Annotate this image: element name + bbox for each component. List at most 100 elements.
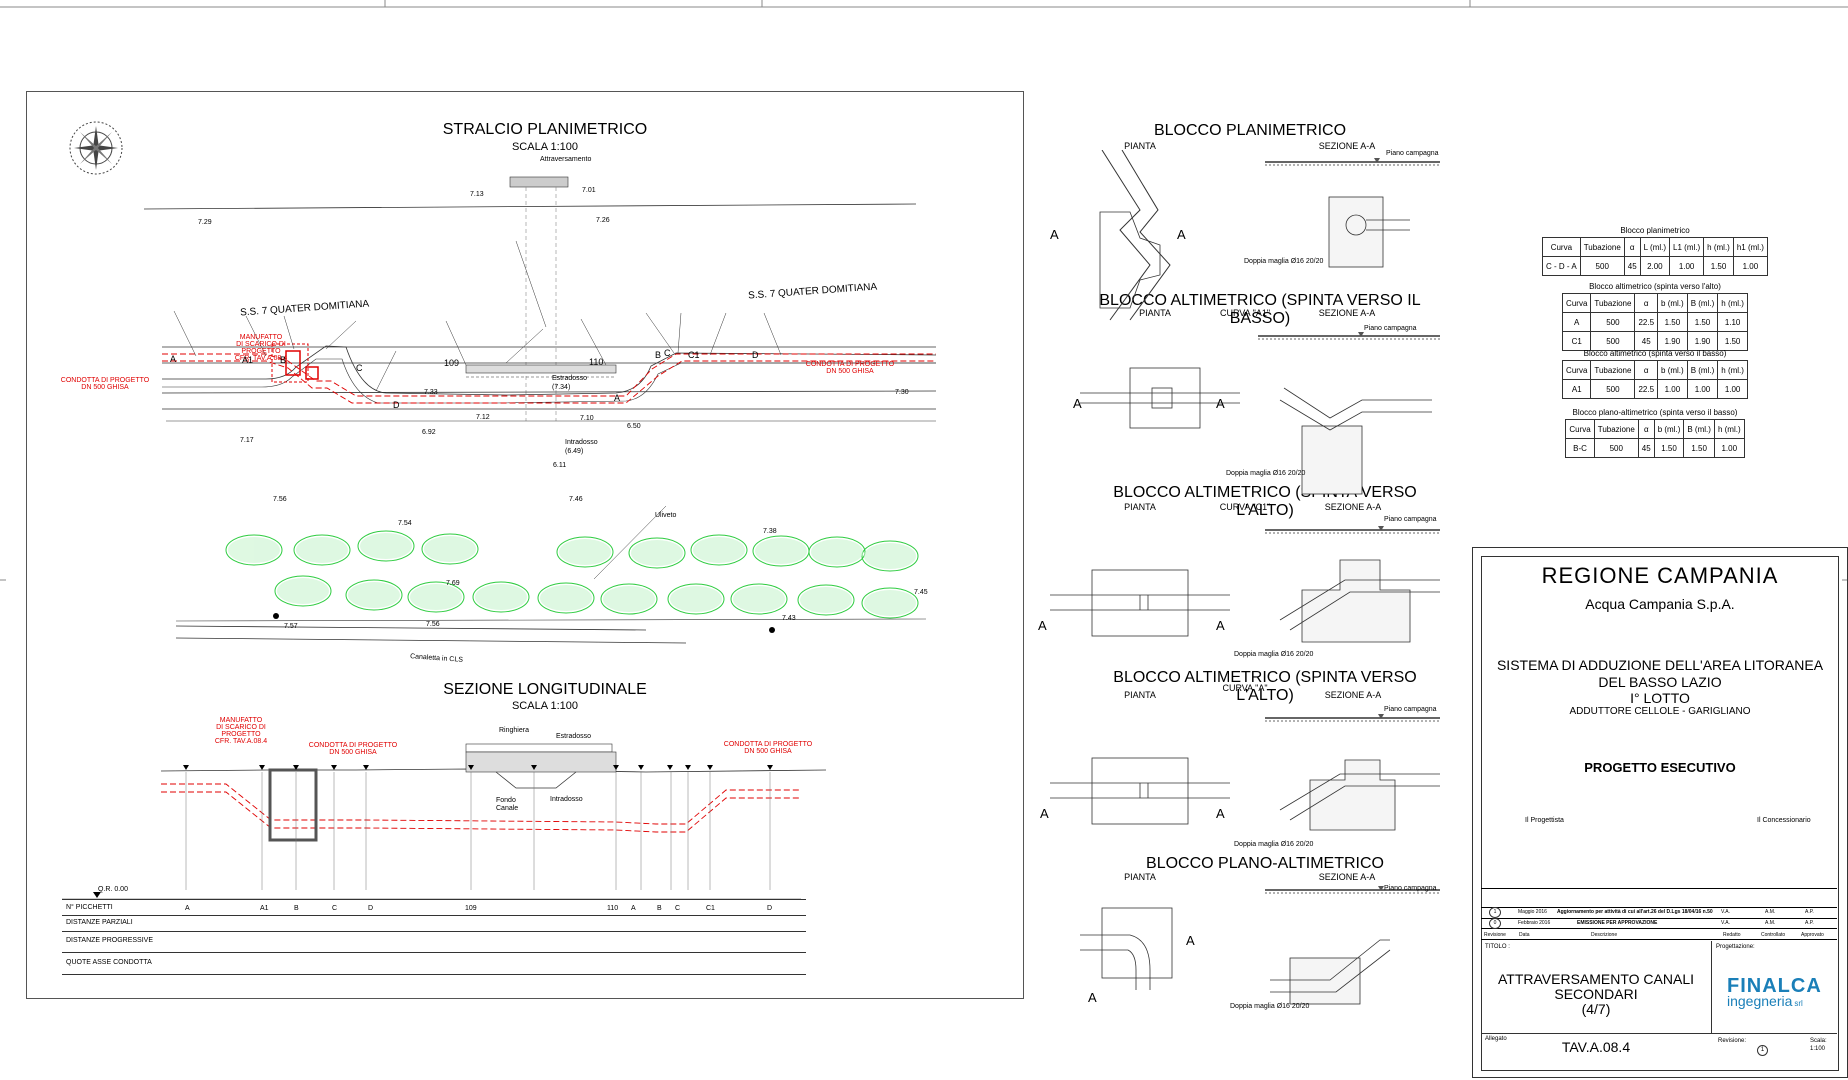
- section-marker: A: [1177, 227, 1186, 242]
- elevation: 6.11: [553, 462, 567, 469]
- rev-header: Redatto: [1723, 932, 1741, 938]
- elevation: 7.45: [914, 589, 928, 596]
- table-header: h (ml.): [1713, 419, 1745, 439]
- table-header: Curva: [1542, 237, 1581, 257]
- system-line2: DEL BASSO LAZIO: [1598, 674, 1722, 690]
- rev-header: Controllato: [1761, 932, 1786, 938]
- point-label: D: [393, 400, 400, 410]
- block4-sezione: SEZIONE A-A: [1324, 690, 1382, 700]
- revision-controllato: A.M.: [1765, 920, 1776, 926]
- titolo-line3: (4/7): [1581, 1001, 1611, 1017]
- elevation: 7.29: [198, 219, 212, 226]
- titolo-line1: ATTRAVERSAMENTO CANALI: [1497, 971, 1695, 987]
- section-marker: A: [1038, 618, 1047, 633]
- elevation: 7.26: [596, 217, 610, 224]
- picchetto: B: [657, 905, 662, 912]
- block2-curva: CURVA "A1": [1219, 308, 1271, 318]
- table-cell: 1.00: [1657, 379, 1688, 399]
- table-cell: 1.00: [1686, 379, 1719, 399]
- elevation: 7.12: [476, 414, 490, 421]
- block2-pianta: PIANTA: [1139, 308, 1171, 318]
- section-marker: A: [1216, 806, 1225, 821]
- table-cell: 1.50: [1657, 312, 1688, 332]
- picchetto: B: [294, 905, 299, 912]
- block3-curva: CURVA "C1": [1219, 502, 1271, 512]
- table-header: α: [1634, 360, 1659, 380]
- table-header: h1 (ml.): [1732, 237, 1768, 257]
- table-header: b (ml.): [1653, 419, 1685, 439]
- table-header: Tubazione: [1590, 293, 1636, 313]
- manufatto-label: MANUFATTO DI SCARICO DI PROGETTO CFR. TA…: [234, 334, 288, 362]
- elevation: 7.10: [580, 415, 594, 422]
- table-cell: B-C: [1565, 438, 1595, 458]
- revision-number: 0: [1489, 918, 1501, 929]
- revisione-value: 1: [1757, 1045, 1768, 1056]
- profile-scale: SCALA 1:100: [511, 700, 579, 712]
- picchetto: A1: [260, 905, 269, 912]
- table-cell: C1: [1562, 331, 1592, 351]
- table-header: Curva: [1562, 360, 1592, 380]
- row-label: DISTANZE PARZIALI: [66, 919, 133, 926]
- elevation: 7.69: [446, 580, 460, 587]
- table-cell: 1.50: [1703, 256, 1734, 276]
- elevation: 7.17: [240, 437, 254, 444]
- progettista-label: Il Progettista: [1525, 817, 1564, 824]
- plan-scale: SCALA 1:100: [511, 141, 579, 153]
- section-marker: A: [1040, 806, 1049, 821]
- table-header: α: [1637, 419, 1655, 439]
- left-drawing-frame: [26, 91, 1024, 999]
- table-header: Tubazione: [1579, 237, 1625, 257]
- elevation: 6.50: [627, 423, 641, 430]
- fondo-canale-label: Fondo Canale: [496, 797, 519, 812]
- point-label: C: [664, 348, 671, 358]
- block5-title: BLOCCO PLANO-ALTIMETRICO: [1146, 855, 1384, 872]
- conduit-profile-label-a: CONDOTTA DI PROGETTO DN 500 GHISA: [308, 742, 398, 756]
- revision-redatto: V.A.: [1721, 909, 1730, 915]
- revision-number: 1: [1489, 907, 1501, 918]
- block1-title: BLOCCO PLANIMETRICO: [1153, 122, 1347, 139]
- ringhiera-label: Ringhiera: [499, 727, 529, 734]
- scala-label: Scala:: [1810, 1038, 1827, 1044]
- elevation: 7.54: [398, 520, 412, 527]
- table-blocco-plano-altimetrico: Blocco plano-altimetrico (spinta verso i…: [1535, 408, 1775, 458]
- table-cell: 45: [1634, 331, 1659, 351]
- mesh-note: Doppia maglia Ø16 20/20: [1244, 258, 1324, 265]
- table-cell: A: [1562, 312, 1592, 332]
- table-header: B (ml.): [1686, 293, 1719, 313]
- table-cell: 1.50: [1686, 312, 1719, 332]
- table-title: Blocco planimetrico: [1620, 226, 1690, 235]
- manufatto-profile-label: MANUFATTO DI SCARICO DI PROGETTO CFR. TA…: [214, 717, 268, 745]
- row-label: N° PICCHETTI: [66, 904, 113, 911]
- lotto: I° LOTTO: [1630, 690, 1690, 706]
- point-label: D: [752, 350, 759, 360]
- revision-approvato: A.P.: [1805, 909, 1814, 915]
- piano-label: Piano campagna: [1384, 706, 1437, 713]
- block5-pianta: PIANTA: [1124, 872, 1156, 882]
- logo-line3: srl: [1794, 999, 1803, 1008]
- revision-approvato: A.P.: [1805, 920, 1814, 926]
- intradosso-label: Intradosso (6.49): [565, 439, 598, 455]
- region-title: REGIONE CAMPANIA: [1541, 563, 1779, 588]
- table-cell: 1.50: [1683, 438, 1715, 458]
- table-header: L1 (ml.): [1669, 237, 1705, 257]
- rev-header: Approvato: [1801, 932, 1824, 938]
- company-name: Acqua Campania S.p.A.: [1585, 596, 1735, 612]
- revision-date: Maggio 2016: [1518, 909, 1547, 915]
- elevation: 6.92: [422, 429, 436, 436]
- table-cell: 1.00: [1732, 256, 1768, 276]
- point-label: C1: [688, 350, 700, 360]
- conduit-profile-label-b: CONDOTTA DI PROGETTO DN 500 GHISA: [723, 741, 813, 755]
- piano-label: Piano campagna: [1364, 325, 1417, 332]
- scala-value: 1:100: [1810, 1046, 1826, 1052]
- picchetto: C: [332, 905, 338, 912]
- table-header: h (ml.): [1703, 237, 1734, 257]
- adduttore: ADDUTTORE CELLOLE - GARIGLIANO: [1569, 706, 1751, 717]
- uliveto-label: Uliveto: [655, 512, 677, 519]
- logo-line2: ingegneria: [1727, 993, 1793, 1009]
- attraversamento-label: Attraversamento: [540, 156, 592, 163]
- allegato-label: Allegato: [1485, 1036, 1507, 1042]
- table-cell: 22.5: [1634, 379, 1659, 399]
- row-label: DISTANZE PROGRESSIVE: [66, 937, 153, 944]
- section-marker: A: [1216, 618, 1225, 633]
